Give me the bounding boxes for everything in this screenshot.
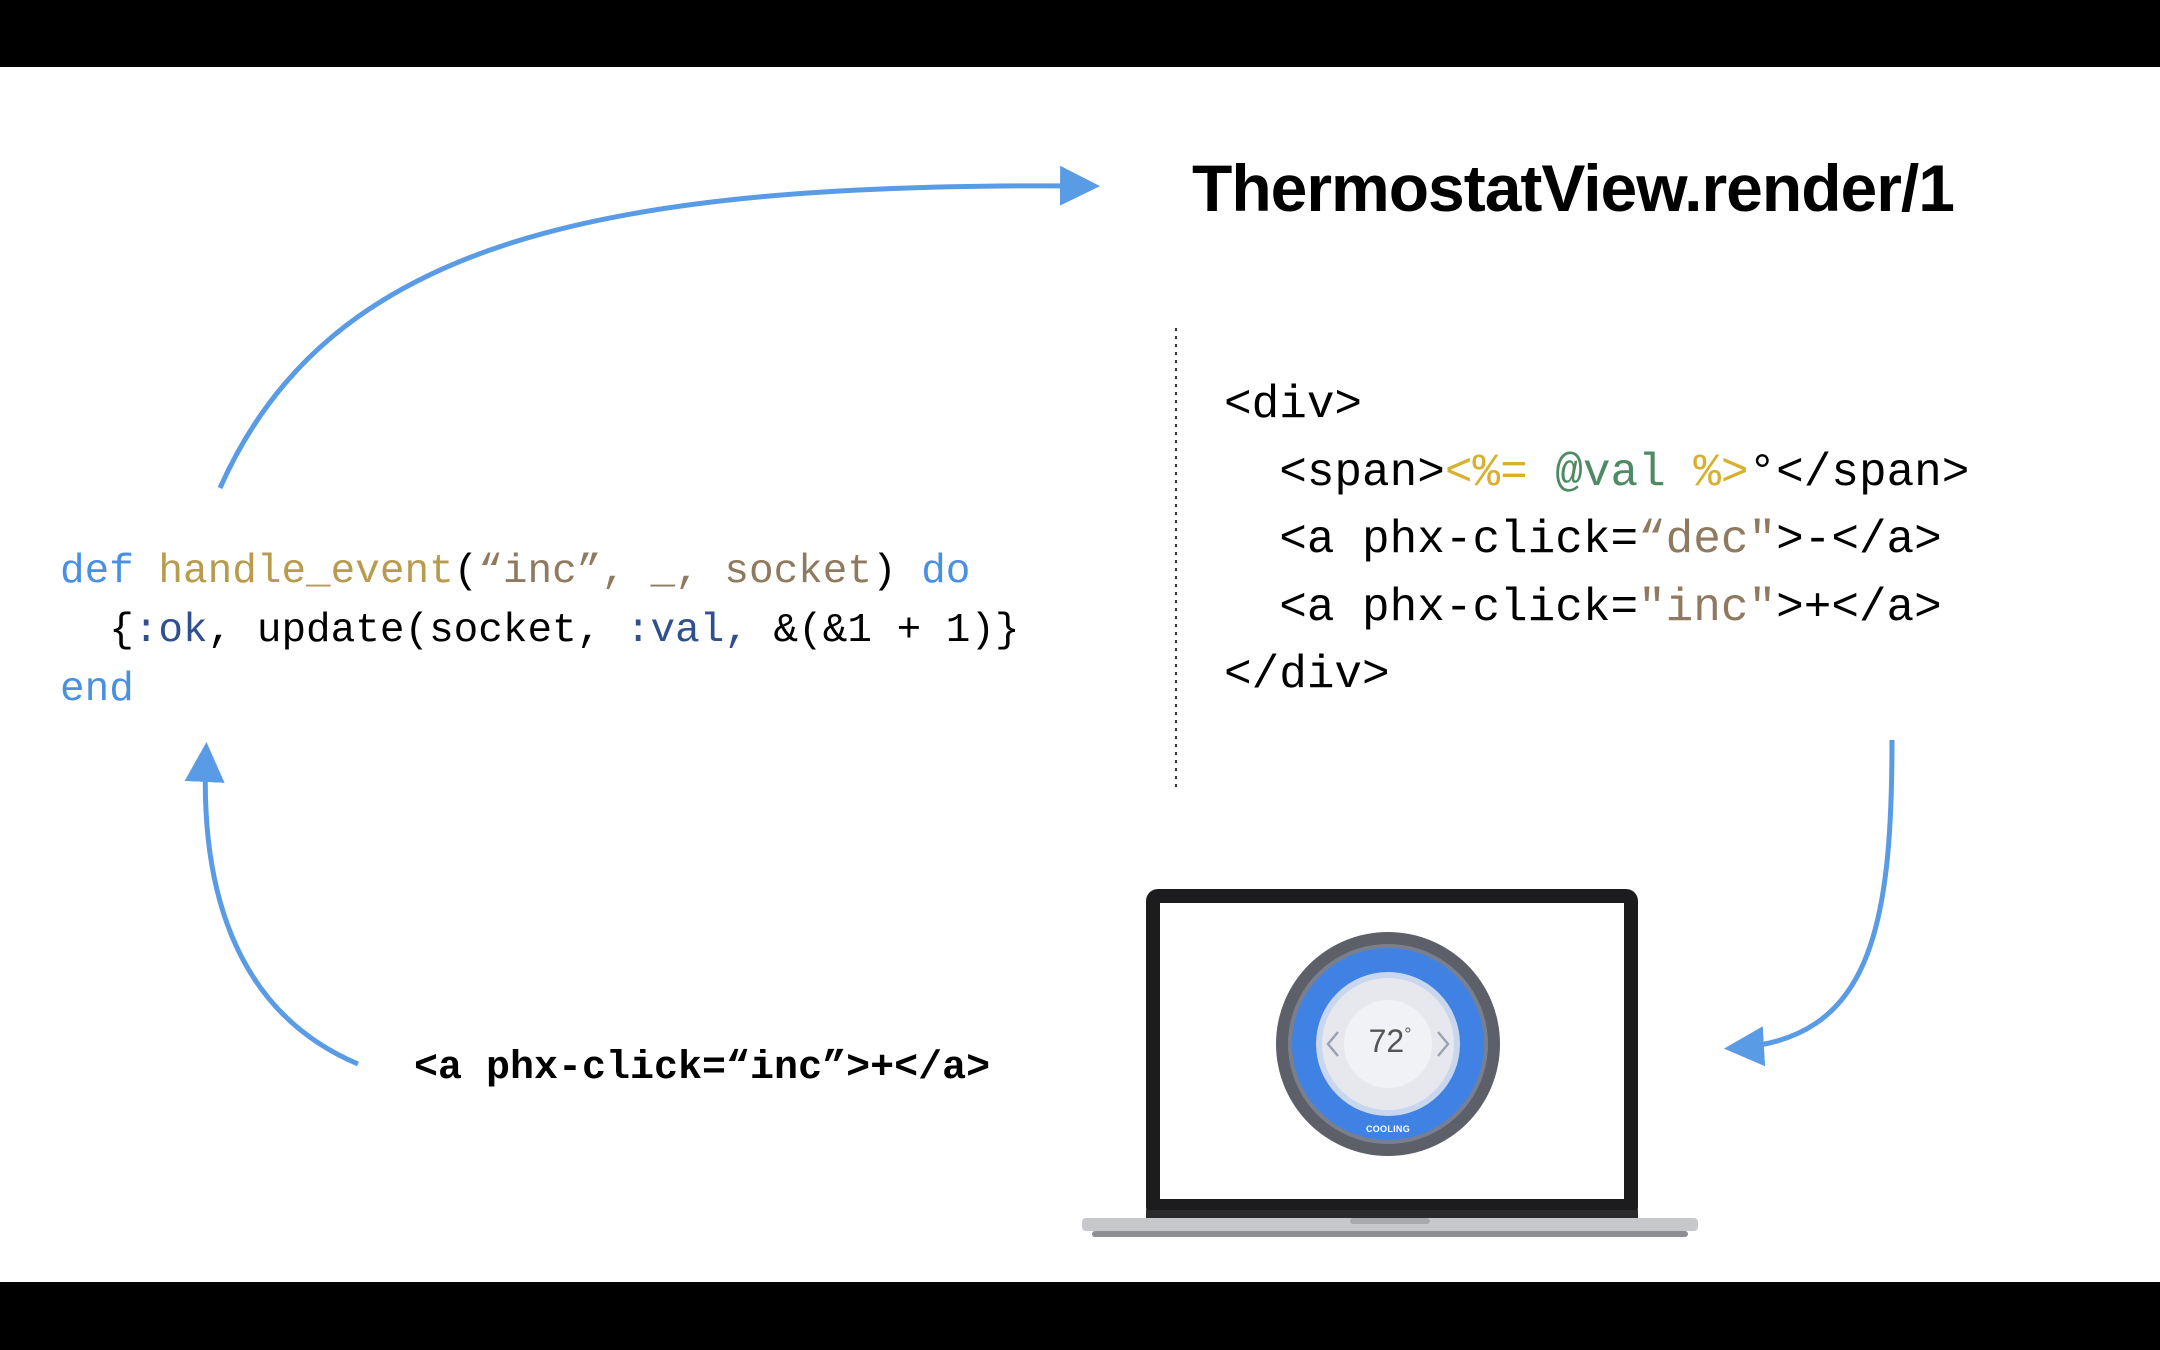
template-dec-link: <a phx-click=“dec">-</a>: [1224, 507, 1969, 575]
arrow-render-to-browser: [1734, 740, 1892, 1048]
update-call: , update(socket,: [208, 608, 626, 654]
comma: ,: [601, 549, 650, 595]
arg-socket: socket: [724, 549, 872, 595]
keyword-end: end: [60, 661, 1020, 720]
template-div-close: </div>: [1224, 642, 1969, 710]
arrow-event-to-handle-event: [205, 752, 358, 1064]
arrow-handle-event-to-render: [220, 186, 1090, 488]
space: [1528, 447, 1556, 499]
template-span-line: <span><%= @val %>°</span>: [1224, 440, 1969, 508]
page-title: ThermostatView.render/1: [1192, 150, 1954, 226]
a-dec-prefix: <a phx-click=: [1224, 514, 1638, 566]
template-div-open: <div>: [1224, 372, 1969, 440]
render-template-code: <div> <span><%= @val %>°</span> <a phx-c…: [1224, 372, 1969, 710]
brace-open: {: [109, 608, 134, 654]
event-tag-label: <a phx-click=“inc”>+</a>: [414, 1046, 990, 1091]
keyword-def: def: [60, 549, 134, 595]
eex-open: <%=: [1445, 447, 1528, 499]
arg-params: _: [651, 549, 676, 595]
thermostat-temperature[interactable]: 72°: [1340, 1023, 1440, 1060]
code-line-def: def handle_event(“inc”, _, socket) do: [60, 543, 1020, 602]
keyword-do: do: [897, 549, 971, 595]
a-dec-suffix: >-</a>: [1776, 514, 1942, 566]
temperature-unit: °: [1404, 1024, 1411, 1044]
a-dec-value: “dec": [1638, 514, 1776, 566]
span-open-tag: <span>: [1279, 447, 1445, 499]
handle-event-code: def handle_event(“inc”, _, socket) do {:…: [60, 543, 1020, 720]
thermostat-mode-label: COOLING: [1348, 1124, 1428, 1134]
laptop-notch: [1350, 1218, 1430, 1224]
a-inc-prefix: <a phx-click=: [1224, 582, 1638, 634]
code-line-return: {:ok, update(socket, :val, &(&1 + 1)}: [60, 602, 1020, 661]
a-inc-value: "inc": [1638, 582, 1776, 634]
a-inc-suffix: >+</a>: [1776, 582, 1942, 634]
template-inc-link: <a phx-click="inc">+</a>: [1224, 575, 1969, 643]
assign-val: @val: [1555, 447, 1665, 499]
laptop-base-shadow: [1092, 1231, 1688, 1237]
capture-fn: &(&1 + 1)}: [749, 608, 1020, 654]
indent: [60, 608, 109, 654]
space: [1666, 447, 1694, 499]
atom-ok: :ok: [134, 608, 208, 654]
temperature-value: 72: [1369, 1023, 1405, 1059]
eex-close: %>: [1693, 447, 1748, 499]
comma: ,: [675, 549, 724, 595]
span-close-tag: °</span>: [1749, 447, 1970, 499]
paren-open: (: [454, 549, 479, 595]
atom-val: :val,: [626, 608, 749, 654]
paren-close: ): [872, 549, 897, 595]
function-name: handle_event: [158, 549, 453, 595]
indent: [1224, 447, 1279, 499]
arg-event: “inc”: [478, 549, 601, 595]
